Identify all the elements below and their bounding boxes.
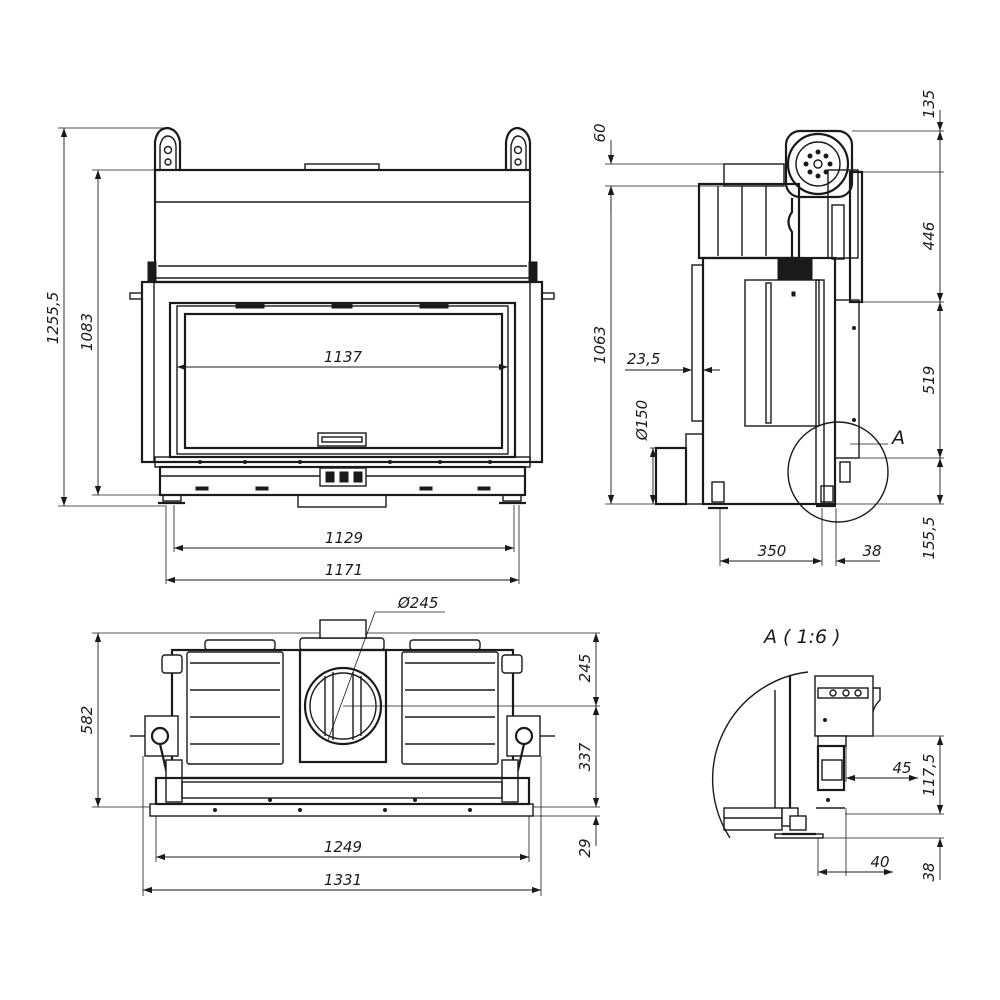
- door-handle: [317, 432, 367, 447]
- detail-title: A ( 1:6 ): [762, 626, 841, 648]
- detail-circle-a: [787, 421, 889, 523]
- door-glass: [183, 312, 504, 450]
- top-view: Ø245 582 245 337 29 1249 1331: [78, 594, 600, 896]
- dim-height-body: 1083: [78, 313, 96, 351]
- side-body: [701, 256, 837, 506]
- fan-wheel: [786, 132, 850, 196]
- dim-flue-diameter: Ø245: [397, 594, 438, 612]
- side-view: A 60 1063 23,5 Ø150 135 446 519 155,5: [591, 90, 944, 566]
- dim-depth-frame: 29: [576, 838, 594, 857]
- dim-depth-main: 350: [758, 542, 787, 560]
- dim-width-outer-plan: 1331: [324, 871, 362, 889]
- dim-top-right: 135: [920, 90, 938, 119]
- dim-width-inner-plan: 1249: [324, 838, 362, 856]
- detail-marker-a: A: [890, 427, 905, 449]
- dim-width-inner: 1129: [325, 529, 363, 547]
- detail-adjuster: [816, 744, 846, 792]
- dim-side-height: 1063: [591, 326, 609, 364]
- dim-detail-38: 38: [920, 862, 938, 881]
- dim-right-lower: 155,5: [920, 517, 938, 560]
- dim-depth-rear: 245: [576, 654, 594, 683]
- lifting-handle-right: [504, 126, 532, 170]
- dim-top-offset: 60: [591, 123, 609, 142]
- dim-pipe-offset: 23,5: [627, 350, 660, 368]
- dim-glass-width: 1137: [324, 348, 363, 366]
- convection-housing: [697, 182, 801, 260]
- dim-pipe-diameter: Ø150: [633, 400, 651, 441]
- dim-detail-45: 45: [892, 759, 911, 777]
- dim-depth-total: 582: [78, 706, 96, 735]
- plan-body: [170, 648, 515, 780]
- air-inlet-pipe: [654, 446, 688, 506]
- dim-detail-40: 40: [870, 853, 889, 871]
- dim-right-upper: 446: [920, 222, 938, 251]
- dim-height-total: 1255,5: [44, 292, 62, 345]
- dim-depth-small: 38: [862, 542, 881, 560]
- front-view: 1255,5 1083 1137 1129 1171: [44, 126, 555, 584]
- fan-housing: [784, 129, 854, 199]
- dim-right-middle: 519: [920, 366, 938, 395]
- dim-detail-117: 117,5: [920, 754, 938, 797]
- lifting-handle-left: [153, 126, 182, 170]
- dim-depth-front: 337: [576, 742, 594, 771]
- convection-casing: [153, 168, 532, 284]
- dim-width-outer: 1171: [325, 561, 363, 579]
- detail-view: A ( 1:6 ) 45 117,5: [711, 626, 944, 882]
